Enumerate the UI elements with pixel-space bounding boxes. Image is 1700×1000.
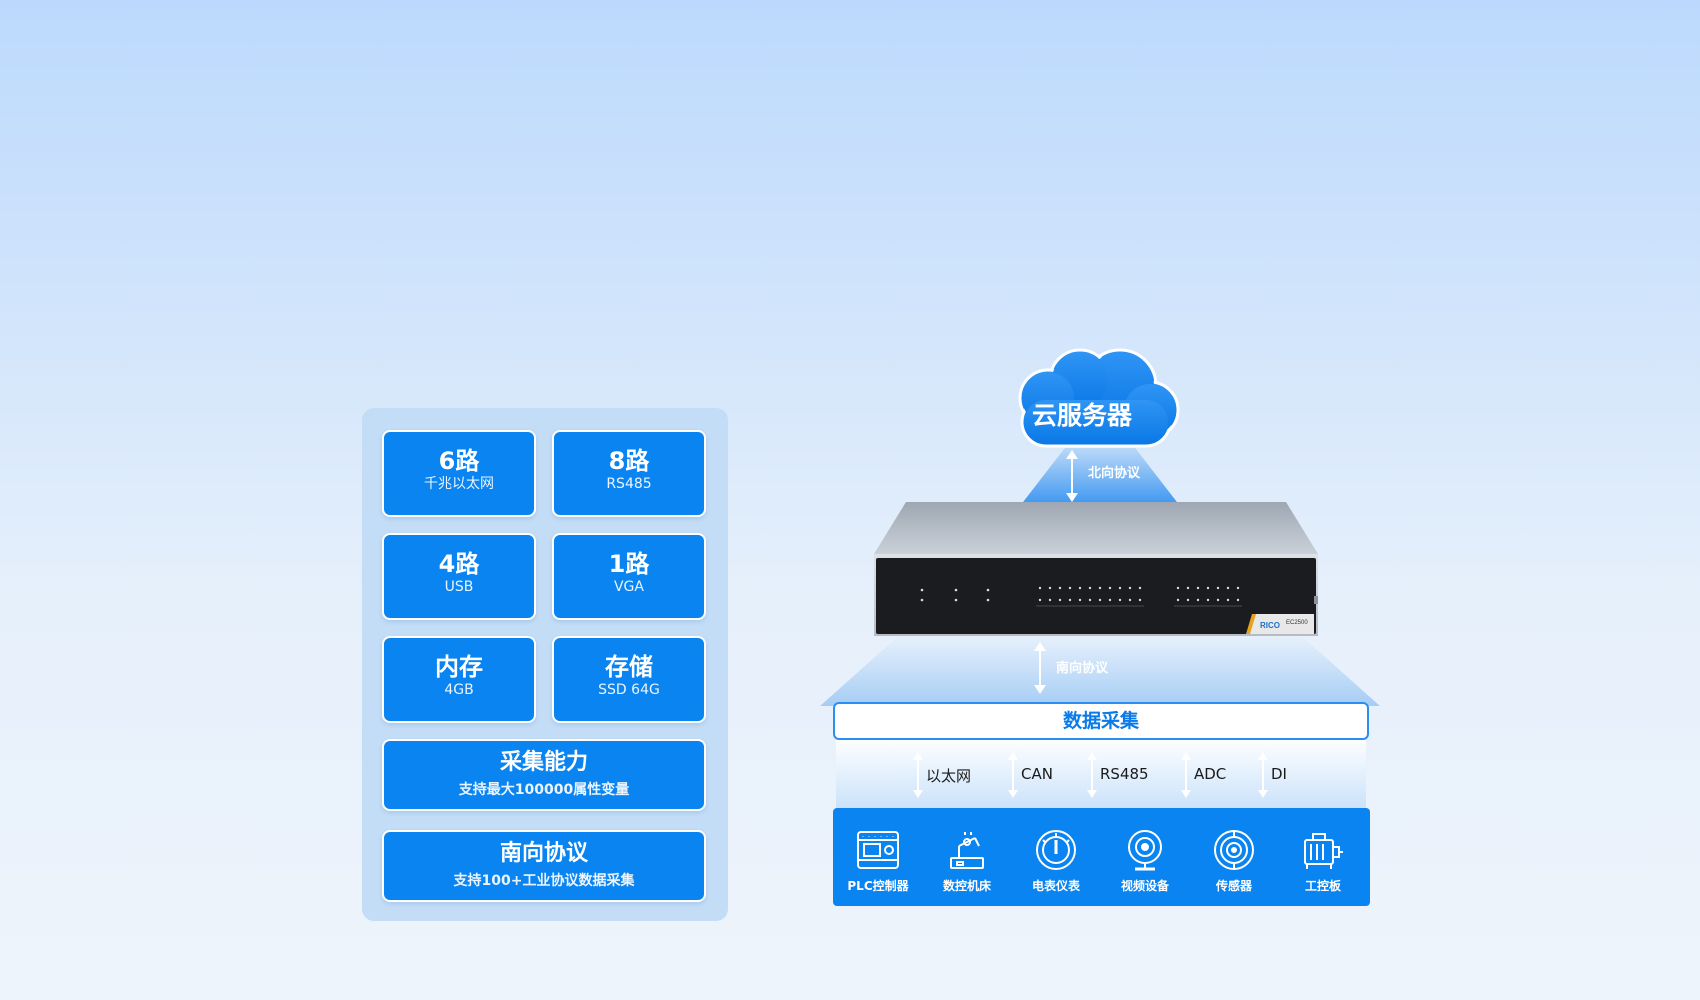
spec-subtitle: 千兆以太网 xyxy=(424,476,494,492)
interface-can: CAN xyxy=(1007,752,1053,798)
spec-subtitle: 4GB xyxy=(444,682,474,698)
device-label: 工控板 xyxy=(1304,879,1341,893)
interface-adc: ADC xyxy=(1180,752,1226,798)
spec-title: 4路 xyxy=(438,550,480,578)
sensor-icon xyxy=(1214,830,1254,870)
spec-subtitle: SSD 64G xyxy=(598,682,660,698)
spec-subtitle: VGA xyxy=(613,579,644,595)
data-collection-bar: 数据采集 xyxy=(833,702,1369,740)
spec-subtitle: USB xyxy=(444,579,474,595)
cloud-server-label: 云服务器 xyxy=(1031,401,1132,430)
spec-subtitle: RS485 xyxy=(606,476,652,492)
interface-label: ADC xyxy=(1194,765,1227,783)
motor-icon xyxy=(1304,833,1343,869)
interface-label: 以太网 xyxy=(926,767,972,785)
interface-label: RS485 xyxy=(1100,765,1149,783)
bidirectional-arrow-icon xyxy=(1258,752,1268,798)
spec-title: 内存 xyxy=(435,653,483,681)
spec-title: 1路 xyxy=(608,550,650,578)
camera-icon xyxy=(1128,830,1162,871)
spec-card-memory: 内存 4GB xyxy=(382,636,536,723)
bidirectional-arrow-icon xyxy=(913,752,923,798)
spec-card-rs485: 8路 RS485 xyxy=(552,430,706,517)
plc-icon xyxy=(857,831,899,869)
device-camera: 视频设备 xyxy=(1100,808,1190,906)
north-arrow-icon xyxy=(1066,450,1078,502)
feature-subtitle: 支持最大100000属性变量 xyxy=(458,782,630,798)
meter-gauge-icon xyxy=(1036,830,1076,870)
bidirectional-arrow-icon xyxy=(1087,752,1097,798)
interface-di: DI xyxy=(1257,752,1287,798)
south-protocol-label: 南向协议 xyxy=(1056,661,1109,676)
feature-title: 采集能力 xyxy=(499,750,588,775)
spec-title: 8路 xyxy=(608,447,650,475)
feature-title: 南向协议 xyxy=(499,841,588,866)
spec-card-ethernet: 6路 千兆以太网 xyxy=(382,430,536,517)
cloud-icon xyxy=(1018,348,1180,448)
spec-panel: 6路 千兆以太网 8路 RS485 4路 USB 1路 VGA 内存 4GB 存… xyxy=(362,408,728,921)
device-meter: 电表仪表 xyxy=(1011,808,1101,906)
interface-ethernet: 以太网 xyxy=(912,752,971,798)
device-motor: 工控板 xyxy=(1278,808,1368,906)
north-protocol-label: 北向协议 xyxy=(1088,466,1141,481)
bidirectional-arrow-icon xyxy=(1008,752,1018,798)
spec-title: 6路 xyxy=(438,447,480,475)
spec-title: 存储 xyxy=(605,653,653,681)
cnc-machine-icon xyxy=(950,832,984,869)
feature-card-protocol: 南向协议 支持100+工业协议数据采集 xyxy=(382,830,706,902)
spec-card-vga: 1路 VGA xyxy=(552,533,706,620)
interface-label: DI xyxy=(1271,765,1287,783)
device-label: 视频设备 xyxy=(1120,879,1169,893)
device-label: PLC控制器 xyxy=(847,879,909,893)
south-beam xyxy=(820,636,1380,706)
interface-label: CAN xyxy=(1021,765,1053,783)
interface-rs485: RS485 xyxy=(1086,752,1149,798)
device-sensor: 传感器 xyxy=(1189,808,1279,906)
device-label: 传感器 xyxy=(1215,879,1252,893)
device-model: EC2500 xyxy=(1286,620,1308,626)
device-plc: PLC控制器 xyxy=(833,808,923,906)
device-cnc: 数控机床 xyxy=(922,808,1012,906)
device-label: 数控机床 xyxy=(942,879,991,893)
spec-card-usb: 4路 USB xyxy=(382,533,536,620)
device-brand: RICO xyxy=(1260,621,1280,630)
feature-card-collect: 采集能力 支持最大100000属性变量 xyxy=(382,739,706,811)
feature-subtitle: 支持100+工业协议数据采集 xyxy=(453,873,635,889)
south-arrow-icon xyxy=(1034,642,1046,694)
bidirectional-arrow-icon xyxy=(1181,752,1191,798)
edge-computer-image: RICO EC2500 xyxy=(874,502,1318,636)
spec-card-storage: 存储 SSD 64G xyxy=(552,636,706,723)
field-devices-box: PLC控制器 数控机床 电表仪表 视频设备 传感器 xyxy=(833,808,1370,906)
interface-band xyxy=(836,740,1366,810)
device-label: 电表仪表 xyxy=(1031,879,1080,893)
